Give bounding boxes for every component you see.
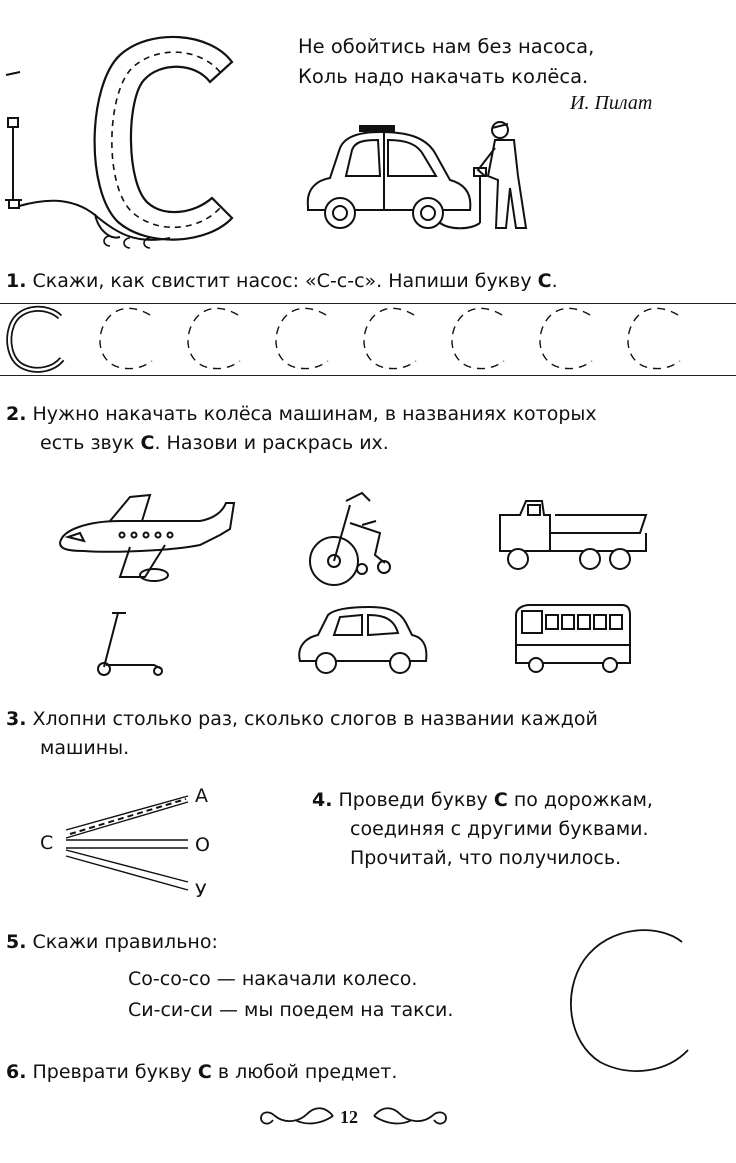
task-4-letter: С [493,789,508,811]
task-2-number: 2. [6,403,27,425]
task-3-line-2: машины. [40,737,130,759]
car-and-man-illustration [306,121,528,230]
sound-letters [103,235,151,249]
task-5: 5. Скажи правильно: [6,928,218,957]
car-icon[interactable] [298,605,428,674]
right-ornament-icon [373,1107,447,1125]
task-4: 4. Проведи букву С по дорожкам, соединяя… [312,786,732,873]
bus-icon[interactable] [515,604,631,673]
tracing-letter-c-5[interactable] [451,307,505,370]
sample-letter-c-inner [8,307,63,371]
task-1-text: Скажи, как свистит насос: «С-с-с». Напиш… [32,270,532,292]
pump-letter-illustration [5,35,234,249]
scooter-icon[interactable] [97,612,163,676]
airplane-icon[interactable] [58,493,236,582]
large-letter-c-outline[interactable] [560,920,710,1080]
tracing-letter-c-7[interactable] [627,307,681,370]
taxi-car-icon [306,125,472,229]
letter-tracing-row[interactable] [0,303,736,375]
pump-icon [5,71,171,241]
poem-line-1: Не обойтись нам без насоса, [298,35,595,58]
path-end-letter-u: У [195,880,207,902]
task-1-letter: С [537,270,552,292]
task-5-line-1: Со-со-со — накачали колесо. [128,968,418,990]
poem-line-2: Коль надо накачать колёса. [298,65,589,88]
tracing-letter-c-4[interactable] [363,307,417,370]
path-end-letter-o: О [195,834,210,856]
path-start-letter: С [40,832,54,854]
poem-author: И. Пилат [570,92,653,114]
task-5-line-2: Си-си-си — мы поедем на такси. [128,999,454,1021]
task-1: 1. Скажи, как свистит насос: «С-с-с». На… [6,270,558,292]
path-to-a[interactable] [65,795,189,839]
task-6-number: 6. [6,1061,27,1083]
tricycle-icon[interactable] [309,491,391,586]
path-to-a-dashed [69,798,187,835]
tracing-letter-c-6[interactable] [539,307,593,370]
letter-paths-diagram[interactable] [30,782,230,900]
path-end-letter-a: А [195,785,208,807]
task-3-line-1: Хлопни столько раз, сколько слогов в наз… [32,708,598,730]
task-2-line-1: Нужно накачать колёса машинам, в названи… [32,403,597,425]
task-4-line-2: соединяя с другими буквами. [350,818,649,840]
task-2: 2. Нужно накачать колёса машинам, в назв… [6,403,597,454]
poem: Не обойтись нам без насоса, Коль надо на… [298,32,594,92]
vehicle-pictures [58,491,648,676]
tracing-letter-c-2[interactable] [187,307,241,370]
man-with-pump-icon [439,121,528,230]
writing-line-bottom [0,375,736,376]
task-4-line-3: Прочитай, что получилось. [350,847,622,869]
task-5-number: 5. [6,931,27,953]
path-to-o[interactable] [66,839,188,849]
task-2-letter: С [140,432,155,454]
writing-line-top [0,303,736,304]
task-6: 6. Преврати букву С в любой предмет. [6,1061,398,1083]
page-number: 12 [340,1107,358,1127]
task-3: 3. Хлопни столько раз, сколько слогов в … [6,705,731,763]
tracing-letter-c-1[interactable] [99,307,153,370]
task-1-number: 1. [6,270,27,292]
big-letter-c [93,35,234,241]
task-4-number: 4. [312,789,333,811]
dump-truck-icon[interactable] [499,500,648,570]
task-3-number: 3. [6,708,27,730]
tracing-letter-c-3[interactable] [275,307,329,370]
left-ornament-icon [260,1107,334,1125]
task-6-letter: С [197,1061,212,1083]
task-5-title: Скажи правильно: [32,931,218,953]
path-to-u[interactable] [65,849,189,891]
